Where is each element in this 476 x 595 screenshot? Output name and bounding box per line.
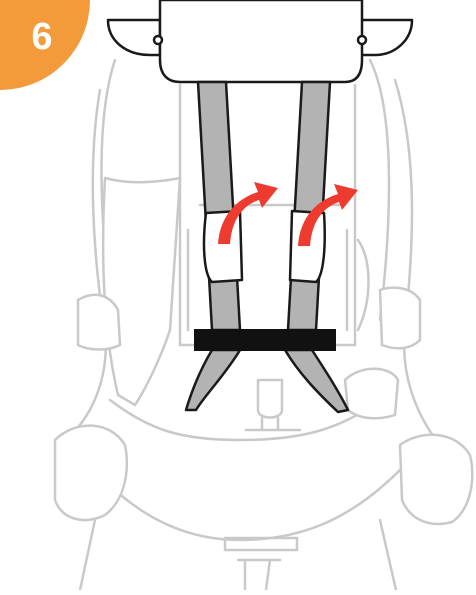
left-side-panel — [55, 178, 180, 520]
right-hip-strap — [285, 350, 348, 412]
left-harness-pad — [204, 211, 242, 282]
right-side-panel — [345, 288, 472, 524]
headrest — [108, 0, 412, 82]
step-number: 6 — [20, 16, 64, 59]
chest-clip — [195, 330, 335, 350]
left-hip-strap — [186, 350, 240, 410]
left-shoulder-strap — [198, 82, 240, 330]
